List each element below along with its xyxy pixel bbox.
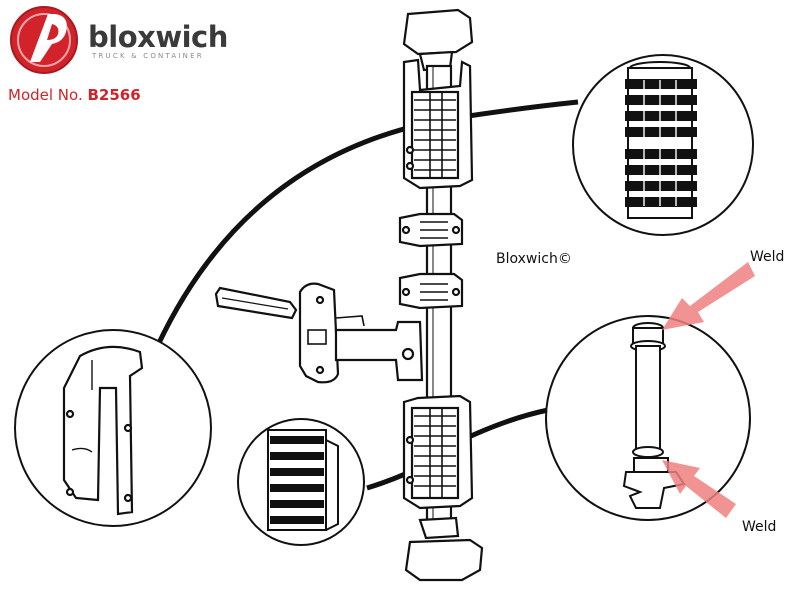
brand-tagline: TRUCK & CONTAINER bbox=[92, 52, 204, 60]
weld-label-top: Weld bbox=[750, 249, 785, 265]
keeper-detail-callout bbox=[14, 329, 212, 527]
cam-detail-callout bbox=[572, 54, 754, 236]
bloxwich-logo-icon bbox=[10, 6, 78, 74]
model-number: Model No. B2566 bbox=[8, 86, 141, 104]
locking-rod-assembly bbox=[214, 8, 484, 582]
brand-name: bloxwich bbox=[88, 20, 228, 54]
weld-label-bottom: Weld bbox=[742, 519, 777, 535]
weld-arrow-icon bbox=[662, 262, 755, 518]
copyright-label: Bloxwich© bbox=[496, 251, 572, 267]
weld-detail-callout bbox=[545, 315, 751, 521]
model-value: B2566 bbox=[87, 86, 141, 104]
lower-cam-detail-callout bbox=[237, 418, 365, 546]
model-label: Model No. bbox=[8, 86, 83, 104]
